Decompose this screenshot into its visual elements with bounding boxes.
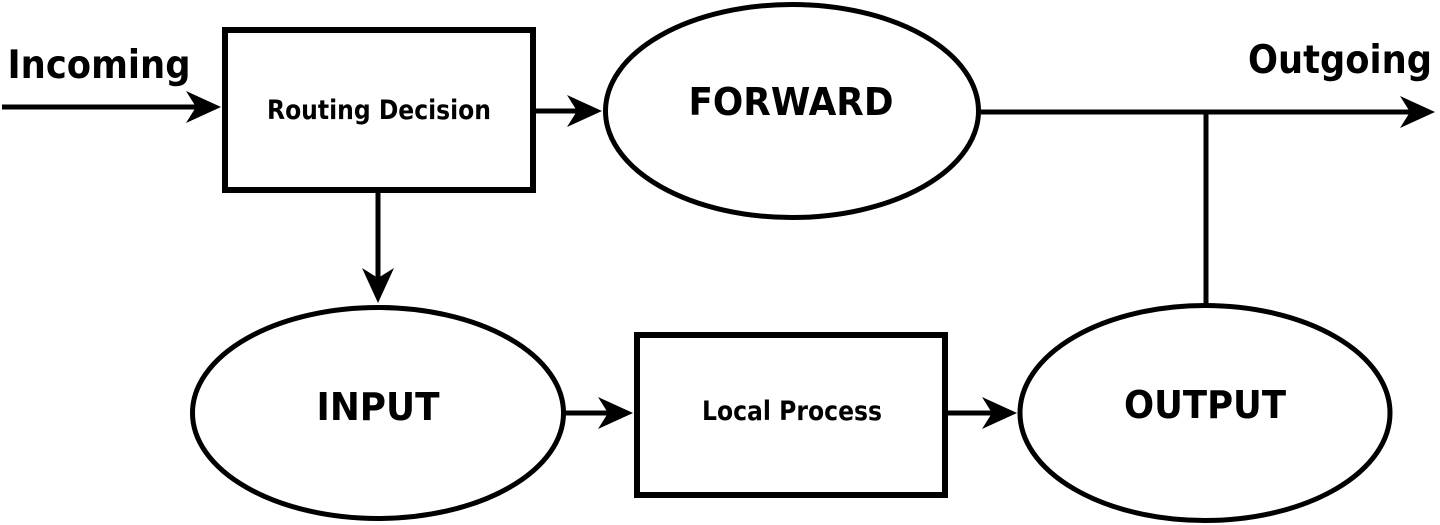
node-input: INPUT	[190, 305, 566, 521]
local-output-arrowhead-icon	[982, 397, 1017, 429]
input-label: INPUT	[317, 385, 440, 429]
outgoing-arrowhead-icon	[1400, 96, 1435, 128]
node-routing-decision: Routing Decision	[222, 27, 536, 193]
edge-routing-to-forward	[535, 95, 602, 127]
forward-ellipse	[603, 2, 981, 220]
routing-forward-arrowhead-icon	[567, 95, 602, 127]
incoming-flow-label: Incoming	[8, 43, 191, 88]
routing-decision-label: Routing Decision	[267, 95, 491, 126]
edge-forward-to-outgoing	[981, 96, 1435, 128]
local-process-label: Local Process	[702, 396, 882, 427]
outgoing-flow-label: Outgoing	[1248, 38, 1432, 83]
edge-routing-to-input	[362, 193, 394, 303]
forward-label: FORWARD	[689, 80, 894, 124]
routing-input-arrowhead-icon	[362, 268, 394, 303]
routing-decision-box	[222, 27, 536, 193]
node-forward: FORWARD	[603, 2, 981, 220]
incoming-arrowhead-icon	[186, 91, 221, 123]
edge-local-to-output	[948, 397, 1017, 429]
output-label: OUTPUT	[1124, 383, 1286, 427]
node-output: OUTPUT	[1017, 303, 1393, 523]
input-local-arrowhead-icon	[598, 397, 633, 429]
input-ellipse	[190, 305, 566, 521]
local-process-box	[634, 332, 948, 498]
output-ellipse	[1017, 303, 1393, 523]
edge-input-to-local	[563, 397, 633, 429]
edge-incoming	[2, 91, 221, 123]
node-local-process: Local Process	[634, 332, 948, 498]
